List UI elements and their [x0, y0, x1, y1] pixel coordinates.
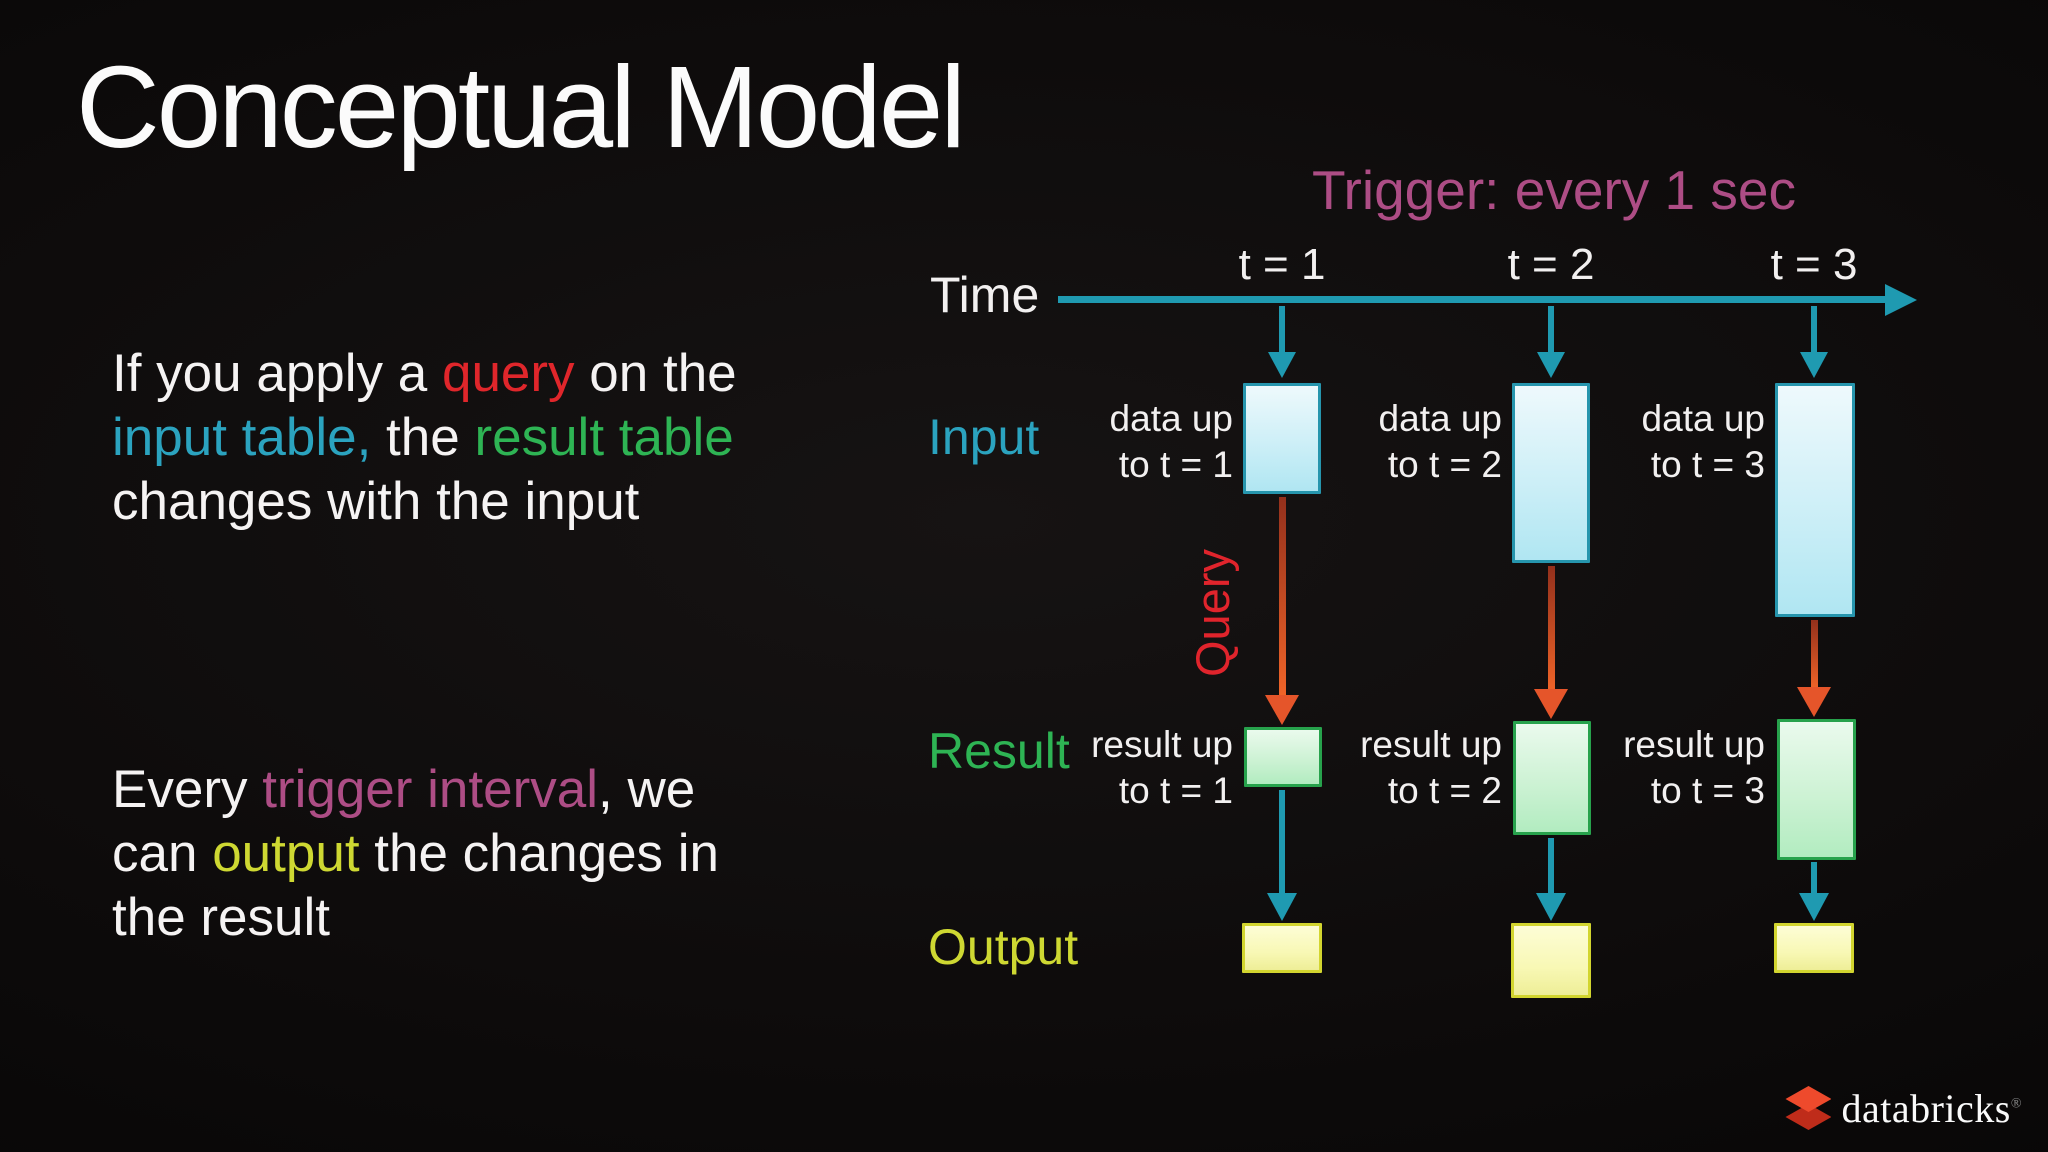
text-segment: the: [371, 408, 475, 467]
tick-arrow-line: [1279, 306, 1285, 354]
input-table-box-t3: [1775, 383, 1855, 617]
query-arrowhead-icon: [1797, 687, 1831, 717]
tick-label-t3: t = 3: [1770, 240, 1858, 289]
caption-line: to t = 1: [1118, 770, 1233, 811]
paragraph-line: input table, the result table: [112, 406, 737, 470]
caption-line: result up: [1623, 724, 1765, 765]
time-label: Time: [930, 267, 1040, 323]
text-segment-input-table: input table,: [112, 408, 372, 467]
output-arrowhead-icon: [1267, 893, 1297, 921]
result-table-box-t2: [1513, 721, 1591, 835]
caption-line: to t = 1: [1118, 444, 1233, 485]
registered-mark: ®: [2010, 1096, 2022, 1112]
caption-line: to t = 3: [1650, 444, 1765, 485]
query-arrow-line: [1811, 620, 1818, 689]
query-arrow-line: [1548, 566, 1555, 691]
output-arrow-line: [1811, 862, 1817, 895]
output-arrow-line: [1548, 838, 1554, 895]
brand-name-text: databricks: [1841, 1086, 2011, 1131]
result-row-label: Result: [928, 723, 1070, 779]
paragraph-line: If you apply a query on the: [112, 342, 737, 406]
tick-arrow-line: [1811, 306, 1817, 354]
input-table-box-t2: [1512, 383, 1590, 563]
input-caption-t1: data up to t = 1: [1033, 396, 1233, 488]
tick-arrowhead-icon: [1800, 352, 1828, 378]
caption-line: result up: [1360, 724, 1502, 765]
tick-arrowhead-icon: [1537, 352, 1565, 378]
caption-line: to t = 3: [1650, 770, 1765, 811]
caption-line: to t = 2: [1387, 770, 1502, 811]
output-box-t1: [1242, 923, 1322, 973]
timeline-arrowhead-icon: [1885, 284, 1917, 316]
text-segment-query: query: [441, 344, 575, 403]
page-title: Conceptual Model: [76, 42, 966, 172]
text-segment: , we: [598, 760, 696, 819]
paragraph-query-description: If you apply a query on the input table,…: [112, 342, 737, 534]
caption-line: data up: [1109, 398, 1233, 439]
query-arrowhead-icon: [1265, 695, 1299, 725]
text-segment: on the: [574, 344, 737, 403]
output-box-t2: [1511, 923, 1591, 998]
paragraph-output-description: Every trigger interval, we can output th…: [112, 758, 719, 950]
input-row-label: Input: [928, 409, 1040, 465]
result-caption-t3: result up to t = 3: [1565, 722, 1765, 814]
output-row-label: Output: [928, 919, 1079, 975]
text-segment: Every: [112, 760, 263, 819]
result-table-box-t3: [1777, 719, 1856, 860]
query-arrowhead-icon: [1534, 689, 1568, 719]
result-caption-t1: result up to t = 1: [1033, 722, 1233, 814]
paragraph-line: the result: [112, 886, 719, 950]
caption-line: to t = 2: [1387, 444, 1502, 485]
caption-line: result up: [1091, 724, 1233, 765]
timeline-axis: [1058, 296, 1885, 303]
tick-arrowhead-icon: [1268, 352, 1296, 378]
output-arrowhead-icon: [1799, 893, 1829, 921]
output-arrow-line: [1279, 790, 1285, 895]
tick-arrow-line: [1548, 306, 1554, 354]
paragraph-line: Every trigger interval, we: [112, 758, 719, 822]
paragraph-line: can output the changes in: [112, 822, 719, 886]
brick-shape: [1785, 1086, 1832, 1112]
trigger-caption: Trigger: every 1 sec: [1312, 159, 1796, 221]
text-segment-result-table: result table: [474, 408, 734, 467]
text-segment: the result: [112, 888, 331, 947]
input-caption-t3: data up to t = 3: [1565, 396, 1765, 488]
output-arrowhead-icon: [1536, 893, 1566, 921]
query-arrow-line: [1279, 497, 1286, 697]
brand-name: databricks®: [1841, 1085, 2022, 1132]
text-segment-output: output: [212, 824, 360, 883]
text-segment-trigger-interval: trigger interval: [262, 760, 599, 819]
tick-label-t1: t = 1: [1238, 240, 1326, 289]
text-segment: can: [112, 824, 213, 883]
input-table-box-t1: [1243, 383, 1321, 494]
input-caption-t2: data up to t = 2: [1302, 396, 1502, 488]
text-segment: the changes in: [359, 824, 720, 883]
caption-line: data up: [1378, 398, 1502, 439]
result-table-box-t1: [1244, 727, 1322, 787]
text-segment: If you apply a: [112, 344, 442, 403]
tick-label-t2: t = 2: [1507, 240, 1595, 289]
caption-line: data up: [1641, 398, 1765, 439]
result-caption-t2: result up to t = 2: [1302, 722, 1502, 814]
query-label: Query: [1186, 549, 1239, 677]
text-segment: changes with the input: [112, 472, 640, 531]
paragraph-line: changes with the input: [112, 470, 737, 534]
output-box-t3: [1774, 923, 1854, 973]
databricks-bricks-icon: [1785, 1086, 1832, 1131]
brand-logo: databricks®: [1785, 1085, 2022, 1132]
